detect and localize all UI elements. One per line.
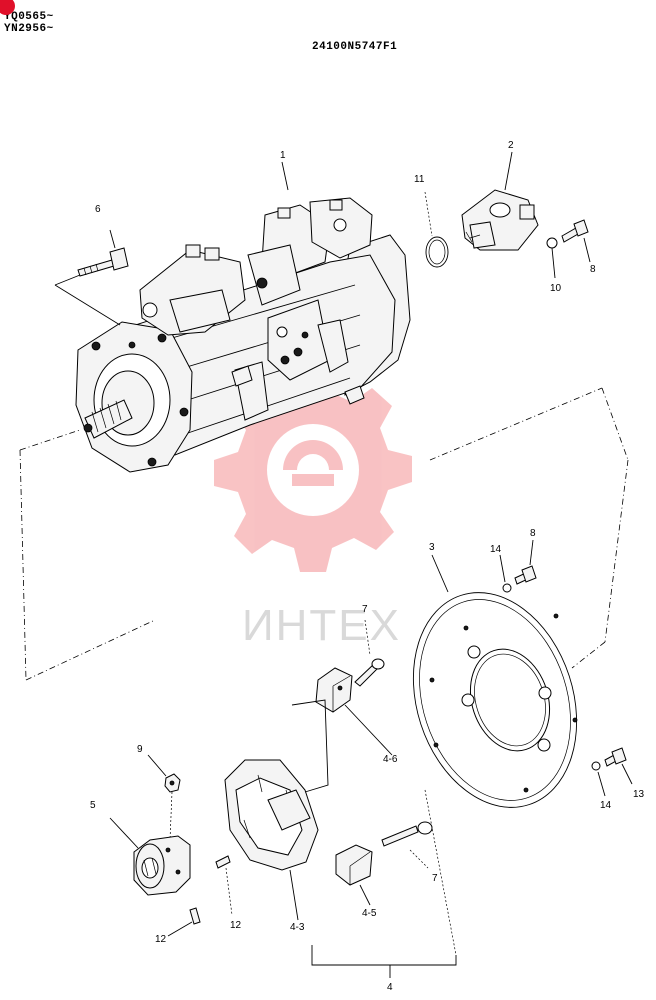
guide-line-5 — [601, 387, 629, 461]
gear-pump-2 — [461, 189, 539, 251]
leader-6-bracket — [54, 284, 121, 326]
bracket-4-bottom — [311, 945, 457, 966]
callout-5: 5 — [90, 800, 96, 811]
hub-5 — [133, 835, 191, 896]
leader-14-bottom — [597, 771, 606, 797]
leader-13 — [621, 763, 633, 785]
callout-11: 11 — [414, 174, 425, 185]
main-pump-assembly — [75, 197, 411, 473]
bracket-4-right — [424, 789, 457, 956]
leader-12-center — [225, 867, 233, 916]
corner-mark — [0, 0, 15, 15]
serial-range-1: YQ0565~ — [4, 11, 54, 23]
callout-10: 10 — [550, 283, 562, 294]
callout-12-left: 12 — [155, 934, 167, 945]
leader-1 — [281, 161, 289, 191]
callout-4-3: 4-3 — [290, 922, 305, 933]
o-ring-11 — [425, 236, 449, 268]
leader-10 — [551, 247, 556, 279]
bolt-8-plate — [514, 565, 537, 585]
bolt-8-top — [561, 219, 589, 243]
bolt-13 — [604, 747, 627, 767]
callout-6: 6 — [95, 204, 101, 215]
flywheel-plate-3 — [412, 592, 578, 808]
leader-8-top — [583, 237, 591, 263]
guide-line-2 — [19, 449, 27, 681]
pin-12-left — [189, 907, 201, 925]
guide-line-3 — [25, 619, 156, 681]
leader-7-upper — [364, 619, 371, 656]
leader-4-6 — [344, 704, 393, 756]
callout-8-plate: 8 — [530, 528, 536, 539]
leader-9-axis — [169, 791, 173, 841]
callout-2: 2 — [508, 140, 514, 151]
guide-line-7 — [571, 641, 606, 669]
coupling-insert-4-6 — [315, 667, 353, 713]
callout-12-center: 12 — [230, 920, 242, 931]
washer-14-top — [502, 583, 512, 593]
callout-14-top: 14 — [490, 544, 502, 555]
guide-line-1 — [19, 429, 81, 451]
leader-6-bracket-top — [54, 274, 81, 286]
leader-3 — [431, 554, 449, 593]
leader-6 — [109, 229, 116, 249]
callout-8-top: 8 — [590, 264, 596, 275]
callout-4-5: 4-5 — [362, 908, 377, 919]
callout-4: 4 — [387, 982, 393, 993]
callout-7-lower: 7 — [432, 873, 438, 884]
guide-line-4 — [429, 387, 603, 461]
callout-9: 9 — [137, 744, 143, 755]
washer-14-bottom — [591, 761, 601, 771]
leader-11 — [424, 191, 433, 237]
leader-8-plate — [529, 539, 534, 566]
bolt-6 — [77, 247, 129, 277]
bracket-4-top — [291, 699, 329, 793]
bolt-7-upper — [354, 658, 385, 687]
drawing-number: 24100N5747F1 — [312, 41, 398, 53]
callout-14-bottom: 14 — [600, 800, 612, 811]
leader-9 — [147, 754, 167, 777]
leader-4-5 — [359, 884, 371, 906]
callout-4-6: 4-6 — [383, 754, 398, 765]
leader-14-top — [499, 554, 506, 583]
callout-1: 1 — [280, 150, 286, 161]
nut-9 — [164, 773, 181, 793]
leader-12-left — [167, 921, 193, 937]
coupling-insert-4-5 — [335, 844, 373, 886]
callout-3: 3 — [429, 542, 435, 553]
leader-2 — [504, 151, 513, 191]
callout-7-upper: 7 — [362, 604, 368, 615]
coupling-hub-4-3 — [224, 759, 319, 871]
pin-12-center — [215, 855, 231, 869]
serial-range-2: YN2956~ — [4, 23, 54, 35]
callout-13: 13 — [633, 789, 645, 800]
watermark-text: ИНТЕХ — [242, 601, 401, 650]
washer-10 — [546, 237, 558, 249]
guide-line-6 — [604, 459, 629, 643]
leader-4-3 — [289, 869, 299, 921]
bolt-7-lower — [381, 821, 433, 847]
leader-5 — [109, 817, 139, 849]
leader-7-lower — [409, 849, 429, 869]
